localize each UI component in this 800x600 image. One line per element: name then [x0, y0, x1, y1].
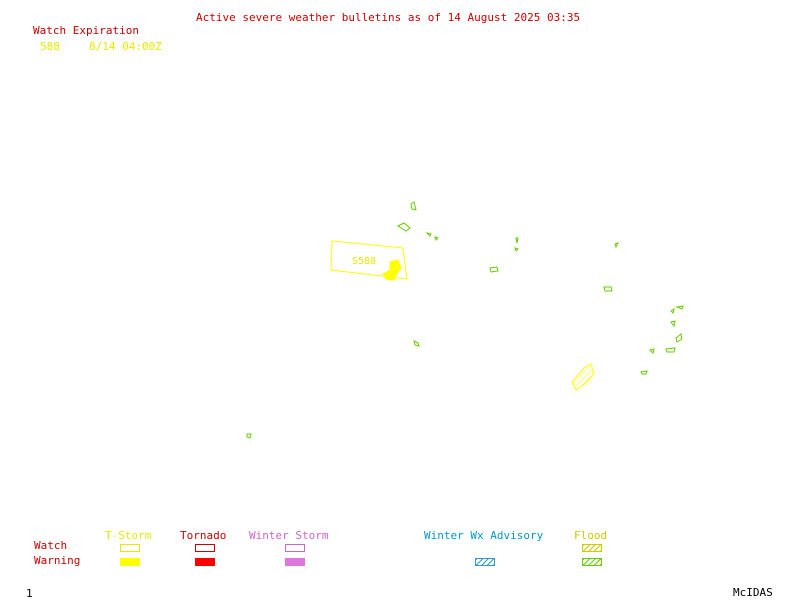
flood-warning-polygon[interactable] [425, 232, 432, 237]
tstorm-warning-polygon[interactable] [571, 363, 595, 391]
flood-warning-polygon[interactable] [246, 433, 252, 439]
legend-row-watch: Watch [34, 539, 68, 552]
winter-storm-watch-swatch [285, 544, 305, 552]
flood-warning-polygon[interactable] [603, 286, 613, 292]
winter-wx-advisory-swatch [475, 558, 495, 566]
tstorm-watch-swatch [120, 544, 140, 552]
watch-number: 588 [40, 40, 60, 53]
legend-col-tornado: Tornado [180, 529, 227, 542]
flood-warning-polygon[interactable] [675, 333, 683, 343]
winter-storm-warning-swatch [285, 558, 305, 566]
flood-warning-polygon[interactable] [410, 201, 417, 211]
tstorm-warning-swatch [120, 558, 140, 566]
flood-warning-polygon[interactable] [670, 307, 675, 314]
tornado-watch-swatch [195, 544, 215, 552]
legend-col-tstorm: T-Storm [105, 529, 152, 542]
legend-col-flood: Flood [574, 529, 608, 542]
mcidas-brand: McIDAS [733, 586, 773, 599]
flood-warning-polygon[interactable] [649, 348, 655, 354]
legend-row-warning: Warning [34, 554, 81, 567]
flood-warning-polygon[interactable] [514, 247, 519, 252]
flood-warning-polygon[interactable] [515, 237, 519, 244]
watch-588-label: S588 [352, 256, 376, 267]
flood-watch-swatch [582, 544, 602, 552]
legend-col-winter-storm: Winter Storm [249, 529, 329, 542]
flood-warning-polygon[interactable] [640, 370, 648, 375]
flood-warning-polygon[interactable] [675, 305, 684, 310]
flood-warning-polygon[interactable] [434, 236, 439, 241]
frame-number: 1 [26, 587, 33, 600]
watch-expiration-heading: Watch Expiration [33, 24, 139, 37]
flood-warnings-group [246, 201, 684, 439]
watch-expiry-time: 8/14 04:00Z [89, 40, 162, 53]
tornado-warning-swatch [195, 558, 215, 566]
flood-warning-polygon[interactable] [614, 242, 619, 249]
bulletin-title: Active severe weather bulletins as of 14… [196, 11, 581, 24]
tstorm-warning-polygon[interactable] [382, 259, 402, 281]
flood-warning-polygon[interactable] [396, 222, 411, 232]
flood-warning-polygon[interactable] [670, 320, 676, 328]
watch-588-polygon[interactable] [330, 240, 408, 280]
legend-col-winter-wx-advisory: Winter Wx Advisory [424, 529, 544, 542]
flood-warning-polygon[interactable] [413, 340, 420, 347]
flood-warning-polygon[interactable] [665, 347, 676, 353]
flood-warning-swatch [582, 558, 602, 566]
flood-warning-polygon[interactable] [489, 266, 499, 273]
